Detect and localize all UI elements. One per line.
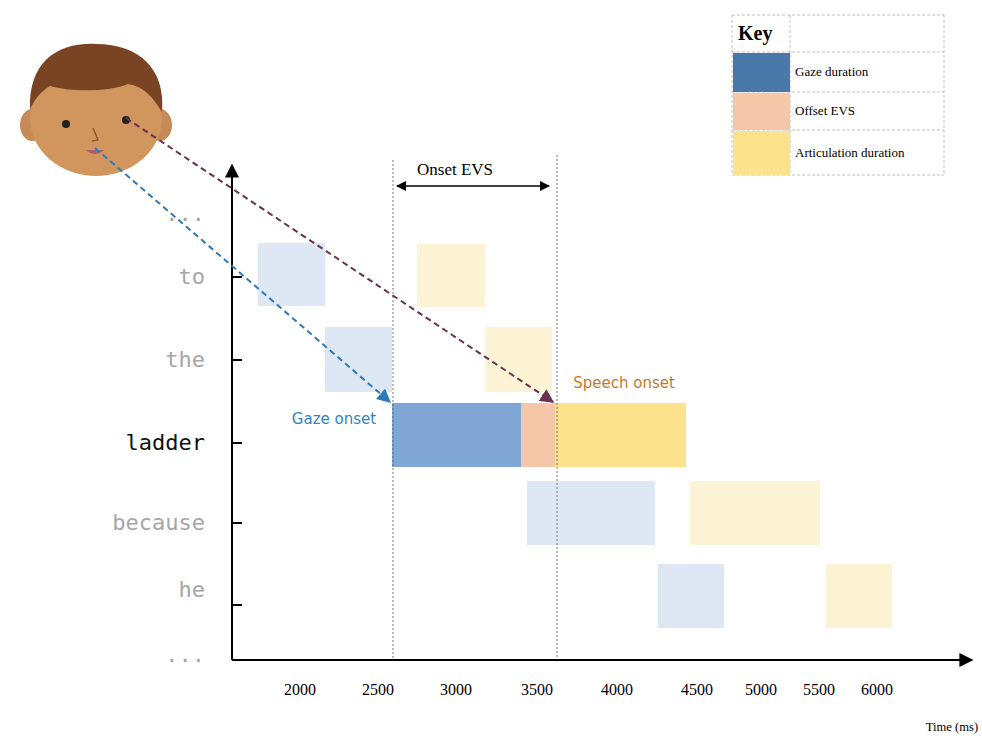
- axis-tick: [232, 604, 242, 606]
- duration-bar: [325, 327, 392, 392]
- axis-tick: [232, 442, 242, 444]
- tick-label: 5000: [745, 681, 777, 699]
- span-label: Onset EVS: [417, 161, 493, 180]
- gaze-line: [95, 148, 390, 402]
- event-label: Gaze onset: [292, 411, 376, 428]
- tick-label: 3500: [521, 681, 553, 699]
- event-label: Speech onset: [573, 375, 675, 392]
- row-label: to: [179, 265, 206, 289]
- key-table: [732, 15, 944, 175]
- speech-line: [126, 118, 553, 402]
- axis-tick: [232, 276, 242, 278]
- tick-label: 4000: [601, 681, 633, 699]
- legend-swatch: [733, 93, 790, 130]
- tick-label: 2000: [284, 681, 316, 699]
- table-rule: [944, 15, 945, 175]
- guide-line: [393, 160, 394, 660]
- row-label: ...: [165, 202, 205, 226]
- duration-bar: [521, 403, 555, 467]
- tick-label: 4500: [681, 681, 713, 699]
- axis-tick: [232, 359, 242, 361]
- tick-label: 6000: [861, 681, 893, 699]
- tick-label: 2500: [362, 681, 394, 699]
- span-arrow: [397, 185, 549, 187]
- speaker-face: [20, 44, 172, 176]
- duration-bar: [658, 564, 724, 628]
- duration-bar: [392, 403, 521, 467]
- y-axis: [231, 165, 233, 660]
- row-label: he: [179, 578, 206, 602]
- duration-bar: [417, 244, 485, 307]
- legend-label: Articulation duration: [795, 145, 904, 159]
- duration-bar: [258, 243, 325, 306]
- axis-tick: [232, 522, 242, 524]
- axis-title: Time (ms): [926, 721, 978, 735]
- row-label: ladder: [126, 431, 205, 455]
- duration-bar: [690, 481, 820, 545]
- key-title: Key: [738, 22, 772, 44]
- x-axis: [232, 659, 972, 661]
- legend-label: Gaze duration: [795, 65, 868, 79]
- row-label: the: [165, 348, 205, 372]
- table-rule: [732, 15, 944, 16]
- duration-bar: [826, 564, 892, 628]
- duration-bar: [485, 327, 552, 392]
- tick-label: 5500: [803, 681, 835, 699]
- row-label: ...: [165, 643, 205, 667]
- legend-swatch: [733, 131, 790, 175]
- row-label: because: [112, 511, 205, 535]
- guide-line: [557, 155, 558, 660]
- duration-bar: [555, 403, 686, 467]
- legend-swatch: [733, 53, 790, 92]
- tick-label: 3000: [440, 681, 472, 699]
- duration-bar: [527, 481, 655, 545]
- legend-label: Offset EVS: [795, 104, 855, 118]
